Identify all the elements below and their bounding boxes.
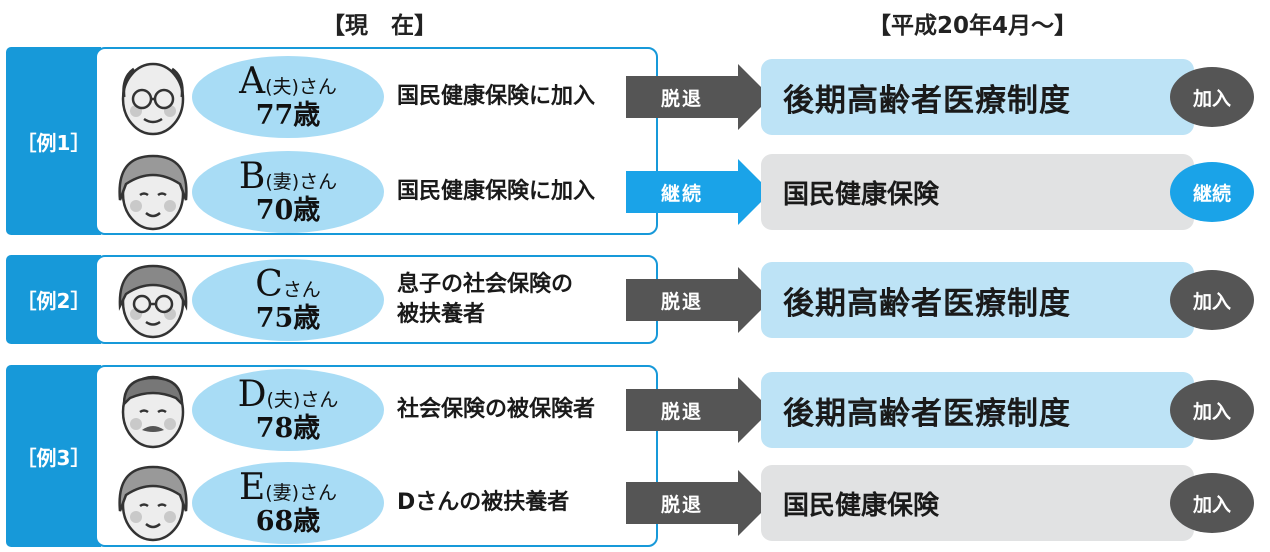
transition-arrow: 脱退 — [626, 470, 771, 536]
enrollment-badge: 加入 — [1170, 473, 1254, 533]
future-plan-name: 後期高齢者医療制度 — [783, 82, 1071, 119]
person-name-ellipse: B(妻)さん 70歳 — [192, 151, 384, 233]
status-line: 国民健康保険に加入 — [397, 179, 596, 204]
person-letter: B — [238, 156, 266, 197]
group-label: ［例1］ — [16, 130, 91, 155]
status-line: 被扶養者 — [397, 302, 486, 327]
future-plan-box: 後期高齢者医療制度 — [761, 262, 1194, 338]
person-honorific: さん — [299, 171, 338, 193]
badge-label: 加入 — [1192, 87, 1231, 110]
status-line: 社会保険の被保険者 — [397, 397, 596, 422]
woman-icon — [114, 461, 192, 545]
mustache-man-icon — [114, 368, 192, 452]
arrow-shape-icon — [626, 377, 771, 443]
badge-label: 加入 — [1192, 290, 1231, 313]
group-label: ［例2］ — [16, 289, 91, 313]
person-letter: C — [255, 264, 283, 305]
person-letter: D — [237, 374, 267, 415]
balding-glasses-man-icon — [114, 55, 192, 139]
person-name-ellipse: Cさん 75歳 — [192, 259, 384, 341]
future-column-header: 【平成20年4月～】 — [868, 13, 1078, 39]
future-plan-box: 国民健康保険 — [761, 465, 1194, 541]
person-honorific: さん — [299, 482, 338, 504]
current-status: Dさんの被扶養者 — [397, 488, 569, 518]
arrow-shape-icon — [626, 267, 771, 333]
person-name-ellipse: A(夫)さん 77歳 — [192, 56, 384, 138]
transition-label: 脱退 — [660, 400, 703, 423]
transition-label: 脱退 — [660, 290, 703, 313]
person-age: 78歳 — [255, 413, 321, 444]
transition-arrow: 脱退 — [626, 377, 771, 443]
person-honorific: さん — [282, 279, 321, 301]
arrow-shape-icon — [626, 159, 771, 225]
group-tab-example-2: ［例2］ — [6, 255, 101, 344]
enrollment-badge: 加入 — [1170, 380, 1254, 440]
status-line: 国民健康保険に加入 — [397, 84, 596, 109]
badge-label: 加入 — [1192, 493, 1231, 516]
person-name-ellipse: E(妻)さん 68歳 — [192, 462, 384, 544]
person-age: 77歳 — [255, 100, 321, 131]
woman-icon — [114, 150, 192, 234]
current-status: 国民健康保険に加入 — [397, 177, 595, 207]
current-status: 国民健康保険に加入 — [397, 82, 595, 112]
status-line: 息子の社会保険の — [397, 272, 574, 297]
person-age: 68歳 — [255, 506, 321, 537]
group-label: ［例3］ — [16, 445, 91, 470]
person-relation: (夫) — [265, 76, 299, 98]
badge-label: 継続 — [1192, 182, 1231, 205]
person-age: 75歳 — [255, 303, 321, 334]
badge-label: 加入 — [1192, 400, 1231, 423]
future-plan-box: 国民健康保険 — [761, 154, 1194, 230]
glasses-woman-icon — [114, 258, 192, 342]
person-honorific: さん — [300, 389, 339, 411]
transition-arrow: 継続 — [626, 159, 771, 225]
transition-label: 脱退 — [660, 87, 703, 110]
future-plan-name: 国民健康保険 — [783, 179, 940, 210]
transition-label: 脱退 — [660, 493, 703, 516]
future-plan-name: 国民健康保険 — [783, 490, 940, 521]
future-plan-name: 後期高齢者医療制度 — [783, 285, 1071, 322]
transition-label: 継続 — [660, 182, 703, 205]
person-relation: (夫) — [266, 389, 301, 411]
person-relation: (妻) — [265, 171, 300, 193]
future-plan-box: 後期高齢者医療制度 — [761, 372, 1194, 448]
person-letter: E — [238, 467, 266, 508]
person-age: 70歳 — [255, 195, 321, 226]
current-status: 社会保険の被保険者 — [397, 395, 595, 425]
status-line: Dさんの被扶養者 — [397, 490, 570, 515]
person-honorific: さん — [298, 76, 337, 98]
group-tab-example-3: ［例3］ — [6, 365, 101, 547]
group-tab-example-1: ［例1］ — [6, 47, 101, 235]
person-name-ellipse: D(夫)さん 78歳 — [192, 369, 384, 451]
arrow-shape-icon — [626, 470, 771, 536]
enrollment-badge: 加入 — [1170, 270, 1254, 330]
current-status: 息子の社会保険の被扶養者 — [397, 270, 573, 330]
enrollment-badge: 加入 — [1170, 67, 1254, 127]
person-relation: (妻) — [265, 482, 300, 504]
future-plan-name: 後期高齢者医療制度 — [783, 395, 1071, 432]
enrollment-badge: 継続 — [1170, 162, 1254, 222]
transition-arrow: 脱退 — [626, 64, 771, 130]
current-column-header: 【現 在】 — [322, 13, 437, 39]
person-letter: A — [239, 61, 266, 102]
arrow-shape-icon — [626, 64, 771, 130]
future-plan-box: 後期高齢者医療制度 — [761, 59, 1194, 135]
transition-arrow: 脱退 — [626, 267, 771, 333]
